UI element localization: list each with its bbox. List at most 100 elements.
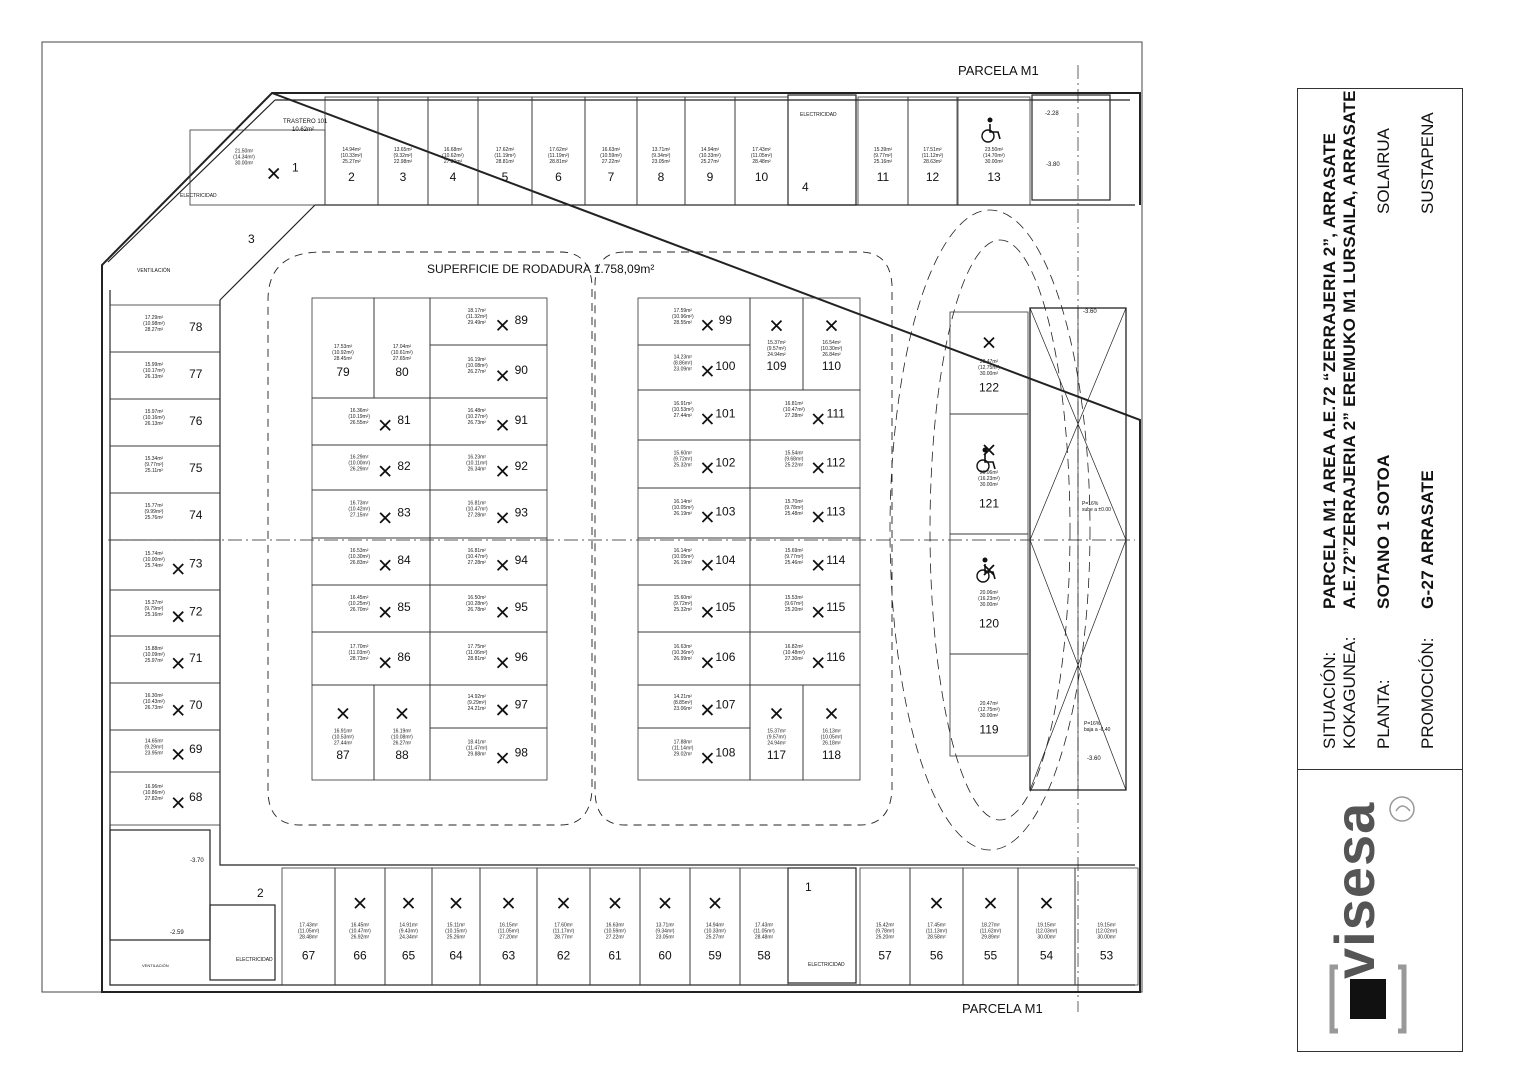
parking-space-area: 16.54m²: [822, 340, 841, 346]
parking-space-area: (10.25m²): [348, 601, 370, 607]
parking-space-number: 58: [757, 948, 771, 962]
parking-space-area: 17.53m²: [334, 344, 353, 350]
title-block: SITUACIÓN: PARCELA M1 AREA A.E.72 “ZERRA…: [1297, 88, 1463, 1052]
parking-space-area: 17.43m²: [299, 923, 318, 929]
parking-space-area: 26.84m²: [822, 352, 841, 358]
parking-space-area: 28.63m²: [923, 159, 942, 165]
parking-space-number: 107: [715, 698, 735, 712]
sold-cross-icon: [812, 511, 824, 523]
stair-core-left: [109, 829, 211, 941]
parking-space-outline: [429, 397, 548, 446]
sold-cross-icon: [770, 707, 783, 720]
parking-space-area: (9.57m²): [767, 346, 786, 352]
parking-space-area: 16.73m²: [350, 500, 369, 506]
parking-space-area: 29.49m²: [468, 320, 487, 326]
parking-space-area: 26.55m²: [350, 420, 369, 426]
parking-space-area: (16.23m²): [978, 596, 1000, 602]
parking-space-number: 66: [353, 948, 367, 962]
parking-space-area: (9.79m²): [145, 606, 164, 612]
parking-space-number: 80: [395, 365, 409, 379]
parking-space-area: 27.65m²: [393, 356, 412, 362]
parking-space-area: 15.74m²: [145, 551, 164, 557]
parking-space-outline: [109, 539, 221, 591]
sold-cross-icon: [609, 897, 621, 909]
parking-space-area: 17.51m²: [923, 147, 942, 153]
sold-cross-icon: [812, 559, 824, 571]
promocion-value: G-27 ARRASATE: [1418, 470, 1437, 609]
parking-space-outline: [734, 96, 789, 206]
parking-space-area: 26.18m²: [822, 741, 841, 747]
parking-space-number: 108: [715, 746, 735, 760]
parking-space-number: 70: [189, 698, 203, 712]
parking-space-area: 14.65m²: [145, 739, 164, 745]
parking-space-outline: [311, 631, 431, 686]
parking-space-area: (10.08m²): [466, 363, 488, 369]
parking-space-area: (10.05m²): [672, 505, 694, 511]
parking-space-number: 90: [515, 363, 529, 377]
parking-space-number: 64: [449, 948, 463, 962]
parking-space-area: 13.65m²: [394, 147, 413, 153]
parking-space-area: 25.97m²: [145, 658, 164, 664]
parking-space-number: 99: [719, 313, 733, 327]
parking-space-area: (9.77m²): [874, 153, 893, 159]
parking-space-area: (9.68m²): [785, 456, 804, 462]
ventilacion-label: VENTILACIÓN: [137, 267, 171, 274]
parking-space-number: 1: [292, 160, 299, 174]
parking-space-area: (11.47m²): [466, 746, 488, 752]
parking-space-outline: [311, 537, 431, 586]
parking-space-number: 97: [515, 698, 529, 712]
parking-space-area: (9.57m²): [767, 735, 786, 741]
sold-cross-icon: [496, 559, 509, 571]
parking-space-number: 73: [189, 557, 203, 571]
parking-space-number: 117: [767, 748, 786, 762]
parking-space-area: 28.48m²: [755, 935, 774, 941]
sold-cross-icon: [1040, 897, 1053, 909]
sold-cross-icon: [172, 657, 184, 669]
parking-space-area: 16.23m²: [468, 455, 487, 461]
parking-space-outline: [429, 489, 548, 539]
sold-cross-icon: [172, 748, 184, 760]
parking-space-area: 16.82m²: [785, 644, 804, 650]
wheelchair-icon: [976, 447, 996, 473]
parking-space-area: 25.16m²: [145, 612, 164, 618]
parking-space-area: 18.41m²: [468, 740, 487, 746]
stair-number: 4: [802, 180, 809, 194]
wheelchair-icon: [981, 117, 1001, 143]
parking-space-number: 102: [715, 455, 735, 469]
parking-space-area: (11.05m²): [498, 929, 520, 935]
parking-space-area: 23.06m²: [674, 706, 693, 712]
parking-space-area: (9.77m²): [785, 554, 804, 560]
parking-space-area: 25.20m²: [876, 935, 895, 941]
parking-space-area: 17.59m²: [674, 308, 693, 314]
parking-space-area: 27.44m²: [674, 413, 693, 419]
parking-space-area: 29.02m²: [674, 752, 693, 758]
parking-space-area: 25.32m²: [674, 607, 693, 613]
parking-space-area: (11.62m²): [980, 929, 1002, 935]
sold-cross-icon: [701, 559, 714, 571]
parking-space-area: (10.30m²): [348, 554, 370, 560]
parking-space-area: 26.73m²: [468, 420, 487, 426]
parking-space-2: 214.94m²(10.33m²)25.27m²: [324, 96, 379, 206]
parking-space-outline: [429, 537, 548, 586]
stair-core-top-right: [1031, 94, 1111, 201]
level-mark: -3.60: [1083, 309, 1097, 315]
parking-space-area: (9.72m²): [673, 601, 692, 607]
sold-cross-icon: [172, 797, 184, 809]
parking-space-outline: [739, 867, 789, 986]
parking-space-outline: [311, 397, 431, 446]
driveway-boundary: [219, 204, 1135, 866]
parking-space-area: 26.19m²: [674, 511, 693, 517]
sold-cross-icon: [496, 319, 509, 331]
parking-space-area: 15.70m²: [785, 499, 804, 505]
parking-space-area: (10.11m²): [466, 461, 488, 467]
parking-space-number: 61: [608, 948, 622, 962]
